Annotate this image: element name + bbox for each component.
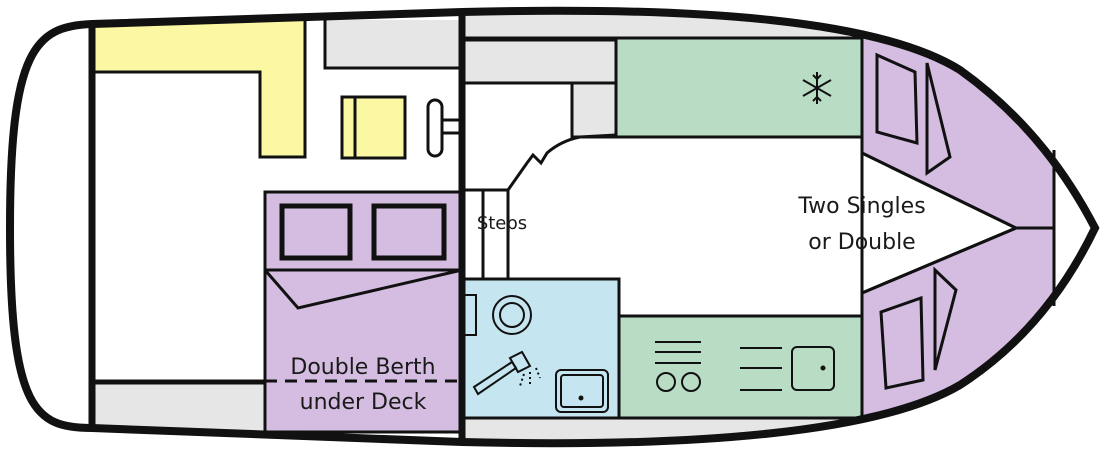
pillow-right xyxy=(371,203,447,261)
forward-cushion-bottom xyxy=(879,295,925,390)
forward-cabin-label-line2: or Double xyxy=(808,230,915,255)
storage-top-strip xyxy=(462,10,862,38)
seating-bench xyxy=(90,12,307,159)
aft-cabin-label-line2: under Deck xyxy=(300,390,427,415)
hull-outline xyxy=(5,6,1100,448)
pillow-left xyxy=(279,203,353,261)
fridge-counter xyxy=(614,36,864,139)
bathroom-sink-icon xyxy=(555,369,609,413)
storage-aft-bottom xyxy=(92,383,265,433)
aft-cabin-label-line1: Double Berth xyxy=(290,355,435,380)
shower-icon xyxy=(472,350,541,396)
helm-wheel-icon xyxy=(426,98,464,158)
storage-galley-block xyxy=(460,38,618,85)
steps xyxy=(462,133,617,279)
fridge-snowflake-icon xyxy=(802,72,832,104)
seat-helm xyxy=(340,95,407,160)
stove-icon xyxy=(655,341,701,392)
storage-aft-top xyxy=(325,20,462,68)
steps-label: Steps xyxy=(477,213,527,234)
aft-double-berth xyxy=(263,190,464,434)
bathroom xyxy=(460,277,621,420)
forward-cushion-top xyxy=(875,52,919,145)
galley-sink-icon xyxy=(740,346,835,391)
forward-cabin-label-line1: Two Singles xyxy=(797,194,925,219)
storage-bottom-strip xyxy=(462,418,862,444)
duvet-fold xyxy=(263,268,463,310)
